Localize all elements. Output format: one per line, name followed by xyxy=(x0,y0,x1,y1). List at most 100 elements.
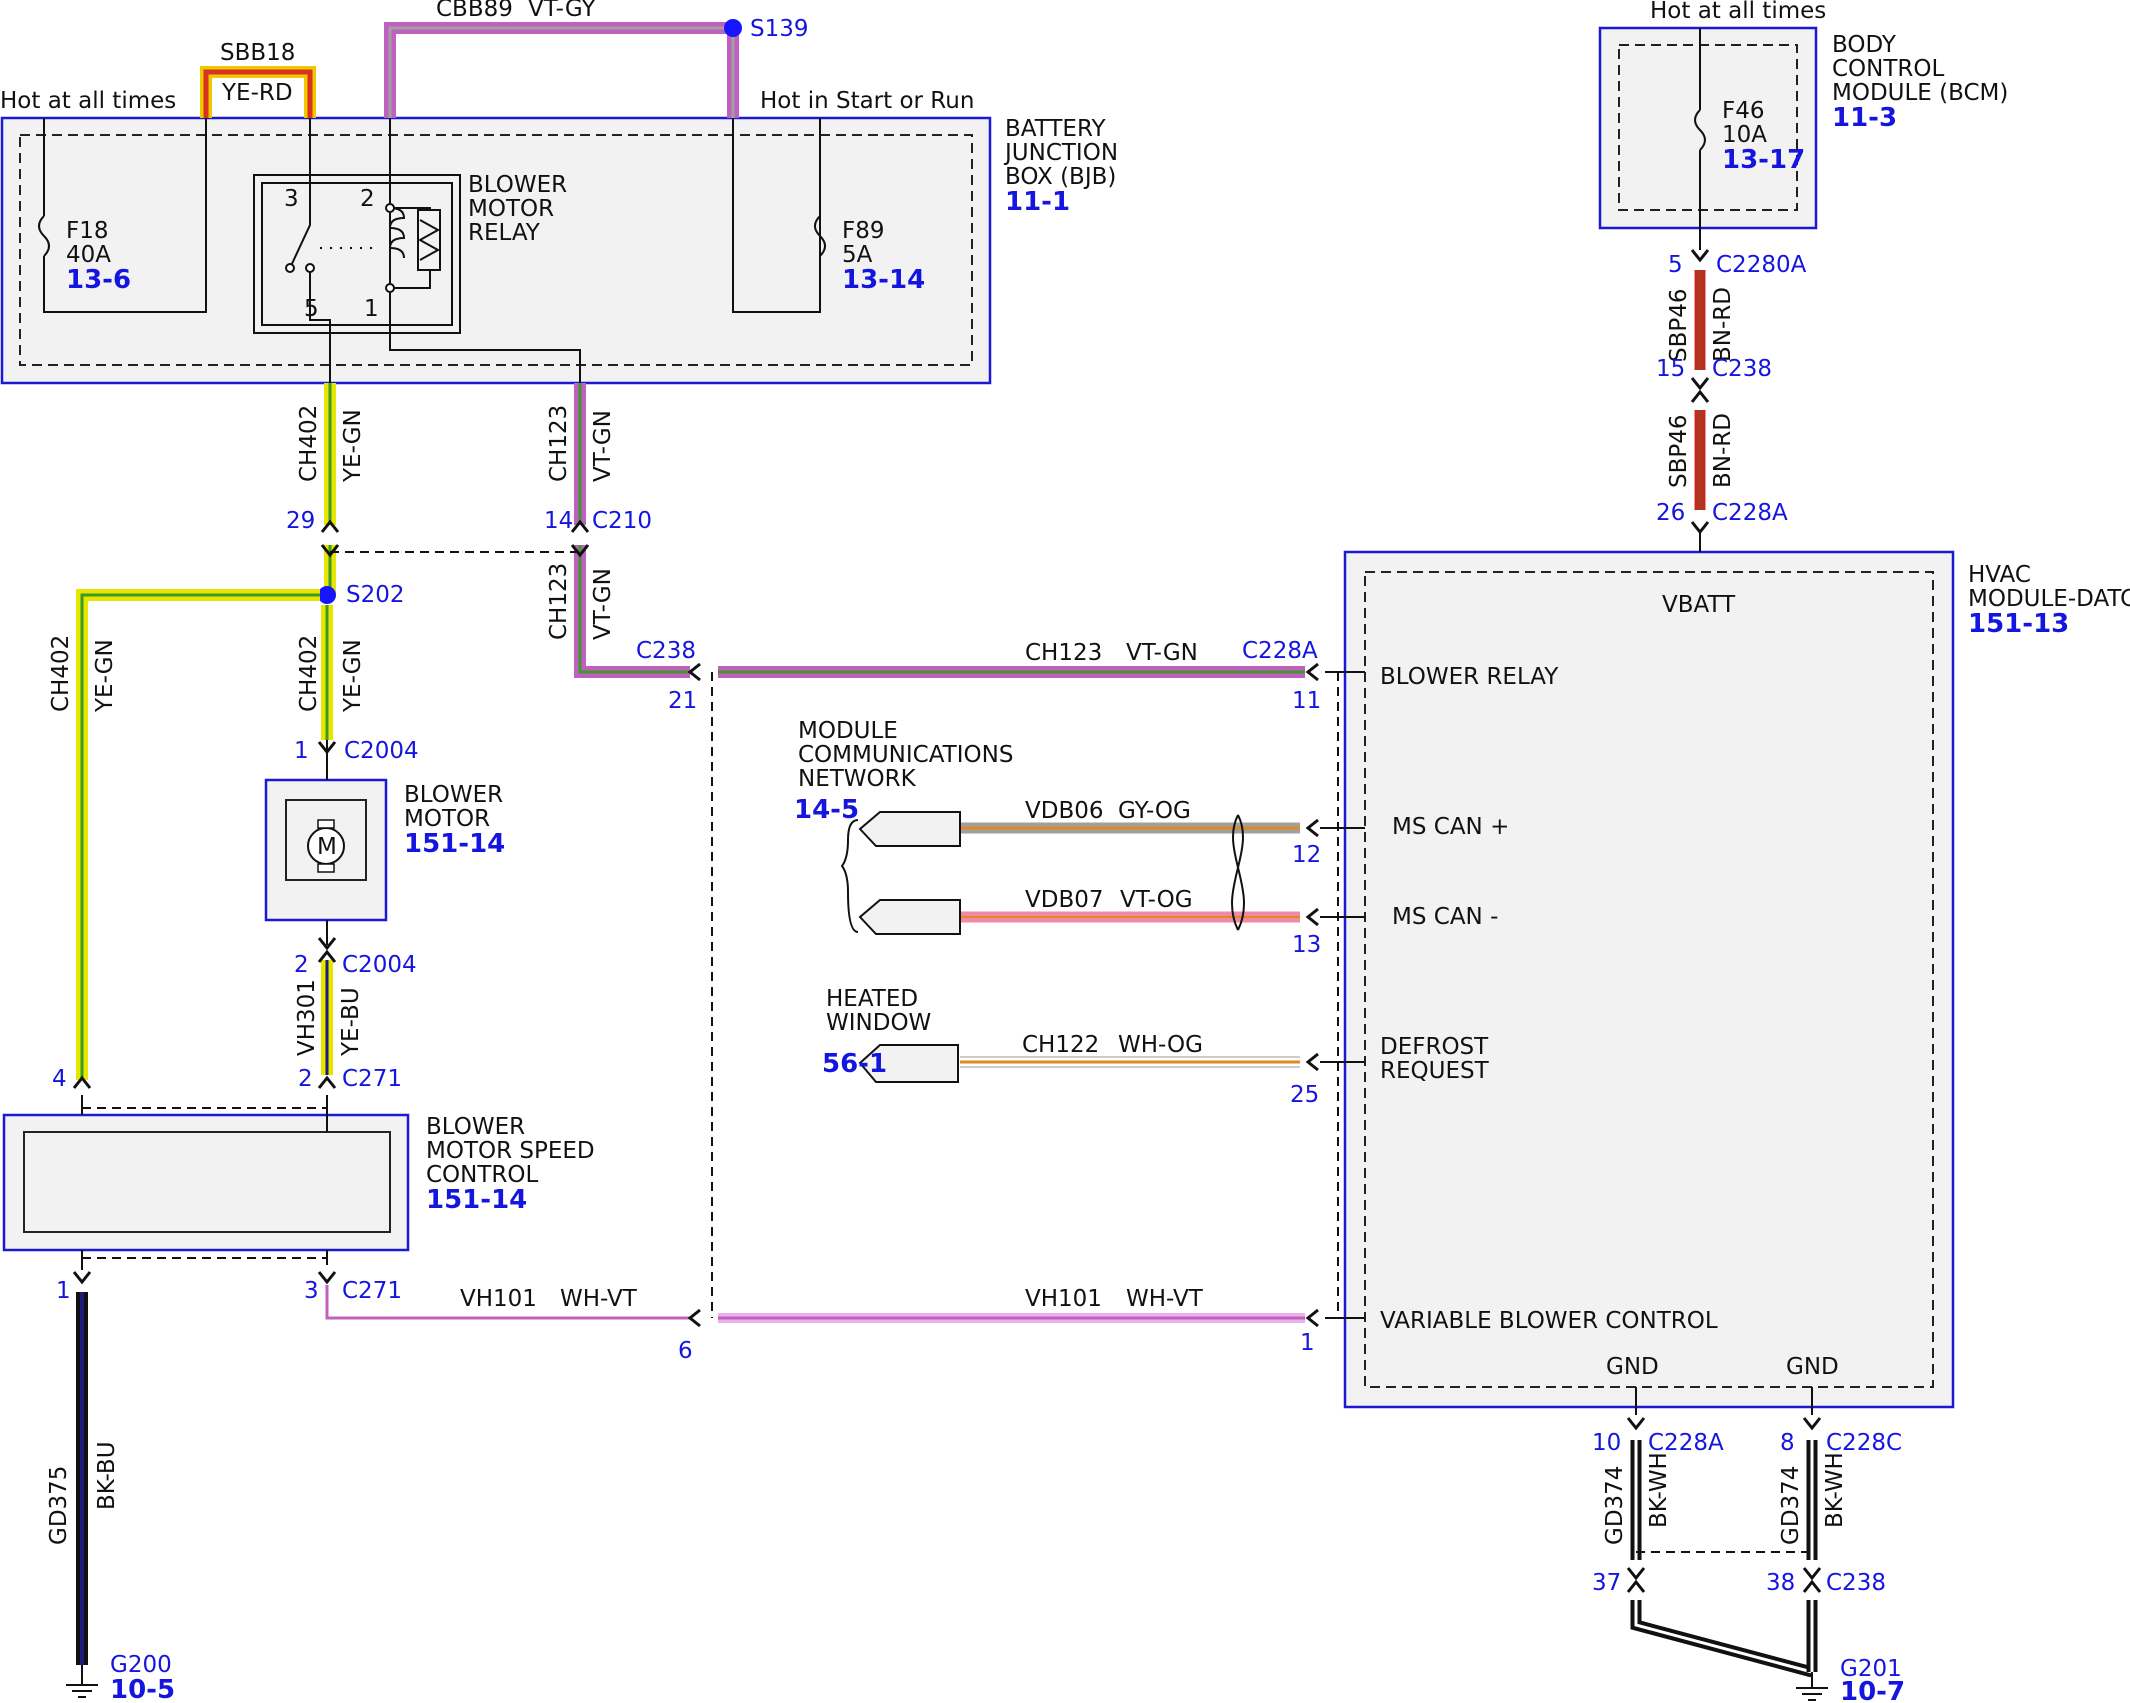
g200-ref[interactable]: 10-5 xyxy=(110,1675,175,1703)
c2004-2-pin: 2 xyxy=(294,952,309,978)
splice-s139-label: S139 xyxy=(750,16,809,42)
relay-pin-5: 5 xyxy=(304,296,319,322)
hvac-blower-relay-label: BLOWER RELAY xyxy=(1380,664,1559,690)
hvac-ref[interactable]: 151-13 xyxy=(1968,609,2069,639)
c228c-8-name: C228C xyxy=(1826,1430,1902,1456)
bmsc-title-3: CONTROL xyxy=(426,1162,539,1188)
mcn-title-1: MODULE xyxy=(798,718,898,744)
hot-in-start-or-run-label: Hot in Start or Run xyxy=(760,88,974,114)
bjb-title-1: BATTERY xyxy=(1005,116,1106,142)
c228a-26-pin: 26 xyxy=(1656,500,1685,526)
fuse-f18-name: F18 xyxy=(66,218,109,244)
hvac-module-box xyxy=(1343,550,1955,1409)
c210-pin: 14 xyxy=(544,508,573,534)
splice-s202 xyxy=(318,586,336,604)
hvac-pin-12: 12 xyxy=(1292,842,1321,868)
ch122-circuit: CH122 xyxy=(1022,1032,1099,1058)
wire-vh101 xyxy=(322,1250,1365,1323)
ch402-motor-circuit: CH402 xyxy=(296,635,322,712)
hw-title-2: WINDOW xyxy=(826,1010,931,1036)
c271-2-name: C271 xyxy=(342,1066,402,1092)
sbp46-b-circuit: SBP46 xyxy=(1666,414,1692,488)
motor-symbol-label: M xyxy=(317,834,337,860)
cbb89-color: VT-GY xyxy=(528,0,596,22)
fuse-f46-ref[interactable]: 13-17 xyxy=(1722,145,1805,175)
vdb06-color: GY-OG xyxy=(1118,798,1191,824)
mcn-ref[interactable]: 14-5 xyxy=(794,795,859,825)
hvac-pin-13: 13 xyxy=(1292,932,1321,958)
hvac-pin-1: 1 xyxy=(1300,1330,1315,1356)
c238-21-pin: 21 xyxy=(668,688,697,714)
connector-dashed-lines xyxy=(82,551,1812,1553)
splice-s202-label: S202 xyxy=(346,582,405,608)
vh101-right-color: WH-VT xyxy=(1126,1286,1204,1312)
relay-pin-1: 1 xyxy=(364,296,379,322)
c228c-8-pin: 8 xyxy=(1780,1430,1795,1456)
battery-junction-box xyxy=(0,116,992,385)
c271-2-pin: 2 xyxy=(298,1066,313,1092)
fuse-f18-wiring xyxy=(38,118,207,313)
cbb89-circuit: CBB89 xyxy=(436,0,513,22)
c228a-11-name: C228A xyxy=(1242,638,1318,664)
fuse-f89-rating: 5A xyxy=(842,242,873,268)
bjb-title-2: JUNCTION xyxy=(1003,140,1118,166)
motor-title-2: MOTOR xyxy=(404,806,490,832)
hvac-ms-can-minus-label: MS CAN - xyxy=(1392,904,1498,930)
blower-motor-speed-control-box xyxy=(2,1113,410,1252)
vdb07-color: VT-OG xyxy=(1120,887,1193,913)
fuse-f89-ref[interactable]: 13-14 xyxy=(842,265,925,295)
ch122-color: WH-OG xyxy=(1118,1032,1203,1058)
g200-name: G200 xyxy=(110,1652,172,1678)
bcm-box xyxy=(1598,26,1818,230)
c271-4-pin: 4 xyxy=(52,1066,67,1092)
ground-g200-icon xyxy=(66,1665,98,1698)
bjb-ref[interactable]: 11-1 xyxy=(1005,187,1070,217)
vdb07-circuit: VDB07 xyxy=(1025,887,1104,913)
fuse-f18-ref[interactable]: 13-6 xyxy=(66,265,131,295)
sbb18-circuit: SBB18 xyxy=(220,40,295,66)
c238-15-name: C238 xyxy=(1712,356,1772,382)
vh101-left-color: WH-VT xyxy=(560,1286,638,1312)
ch123-right-circuit: CH123 xyxy=(1025,640,1102,666)
vh301-circuit: VH301 xyxy=(294,979,320,1056)
hvac-title-2: MODULE-DATC xyxy=(1968,586,2130,612)
ch123-top-color: VT-GN xyxy=(590,410,616,482)
c228a-10-pin: 10 xyxy=(1592,1430,1621,1456)
hw-ref[interactable]: 56-1 xyxy=(822,1049,887,1079)
hvac-gnd-1-label: GND xyxy=(1606,1354,1659,1380)
g201-ref[interactable]: 10-7 xyxy=(1840,1677,1905,1703)
bmsc-title-1: BLOWER xyxy=(426,1114,525,1140)
bmsc-pin-1: 1 xyxy=(56,1278,71,1304)
vh101-left-circuit: VH101 xyxy=(460,1286,537,1312)
relay-title-3: RELAY xyxy=(468,220,541,246)
ch123-mid-circuit: CH123 xyxy=(546,563,572,640)
c238-38-pin: 38 xyxy=(1766,1570,1795,1596)
c238-37-pin: 37 xyxy=(1592,1570,1621,1596)
bcm-title-2: CONTROL xyxy=(1832,56,1945,82)
hvac-vbatt-label: VBATT xyxy=(1662,592,1736,618)
relay-title-2: MOTOR xyxy=(468,196,554,222)
fuse-f46-rating: 10A xyxy=(1722,122,1767,148)
gd374-b-color: BK-WH xyxy=(1822,1452,1848,1528)
fuse-f46-name: F46 xyxy=(1722,98,1765,124)
ground-g201-icon xyxy=(1796,1672,1828,1701)
vdb06-circuit: VDB06 xyxy=(1025,798,1104,824)
vh101-right-circuit: VH101 xyxy=(1025,1286,1102,1312)
wire-gd374 xyxy=(1630,1387,1818,1678)
wire-sbb18 xyxy=(200,66,316,118)
connector-arrow-icons xyxy=(72,249,1822,1593)
sbp46-a-color: BN-RD xyxy=(1710,287,1736,362)
ch402-top-circuit: CH402 xyxy=(296,405,322,482)
motor-title-1: BLOWER xyxy=(404,782,503,808)
ch402-top-color: YE-GN xyxy=(340,409,366,483)
bmsc-ref[interactable]: 151-14 xyxy=(426,1185,527,1215)
splice-s139 xyxy=(724,19,742,37)
hvac-defrost-label-2: REQUEST xyxy=(1380,1058,1490,1084)
gd374-b-circuit: GD374 xyxy=(1778,1466,1804,1545)
relay-pin-3: 3 xyxy=(284,186,299,212)
bcm-ref[interactable]: 11-3 xyxy=(1832,103,1897,133)
motor-ref[interactable]: 151-14 xyxy=(404,829,505,859)
wire-ch402-left xyxy=(76,589,320,1080)
